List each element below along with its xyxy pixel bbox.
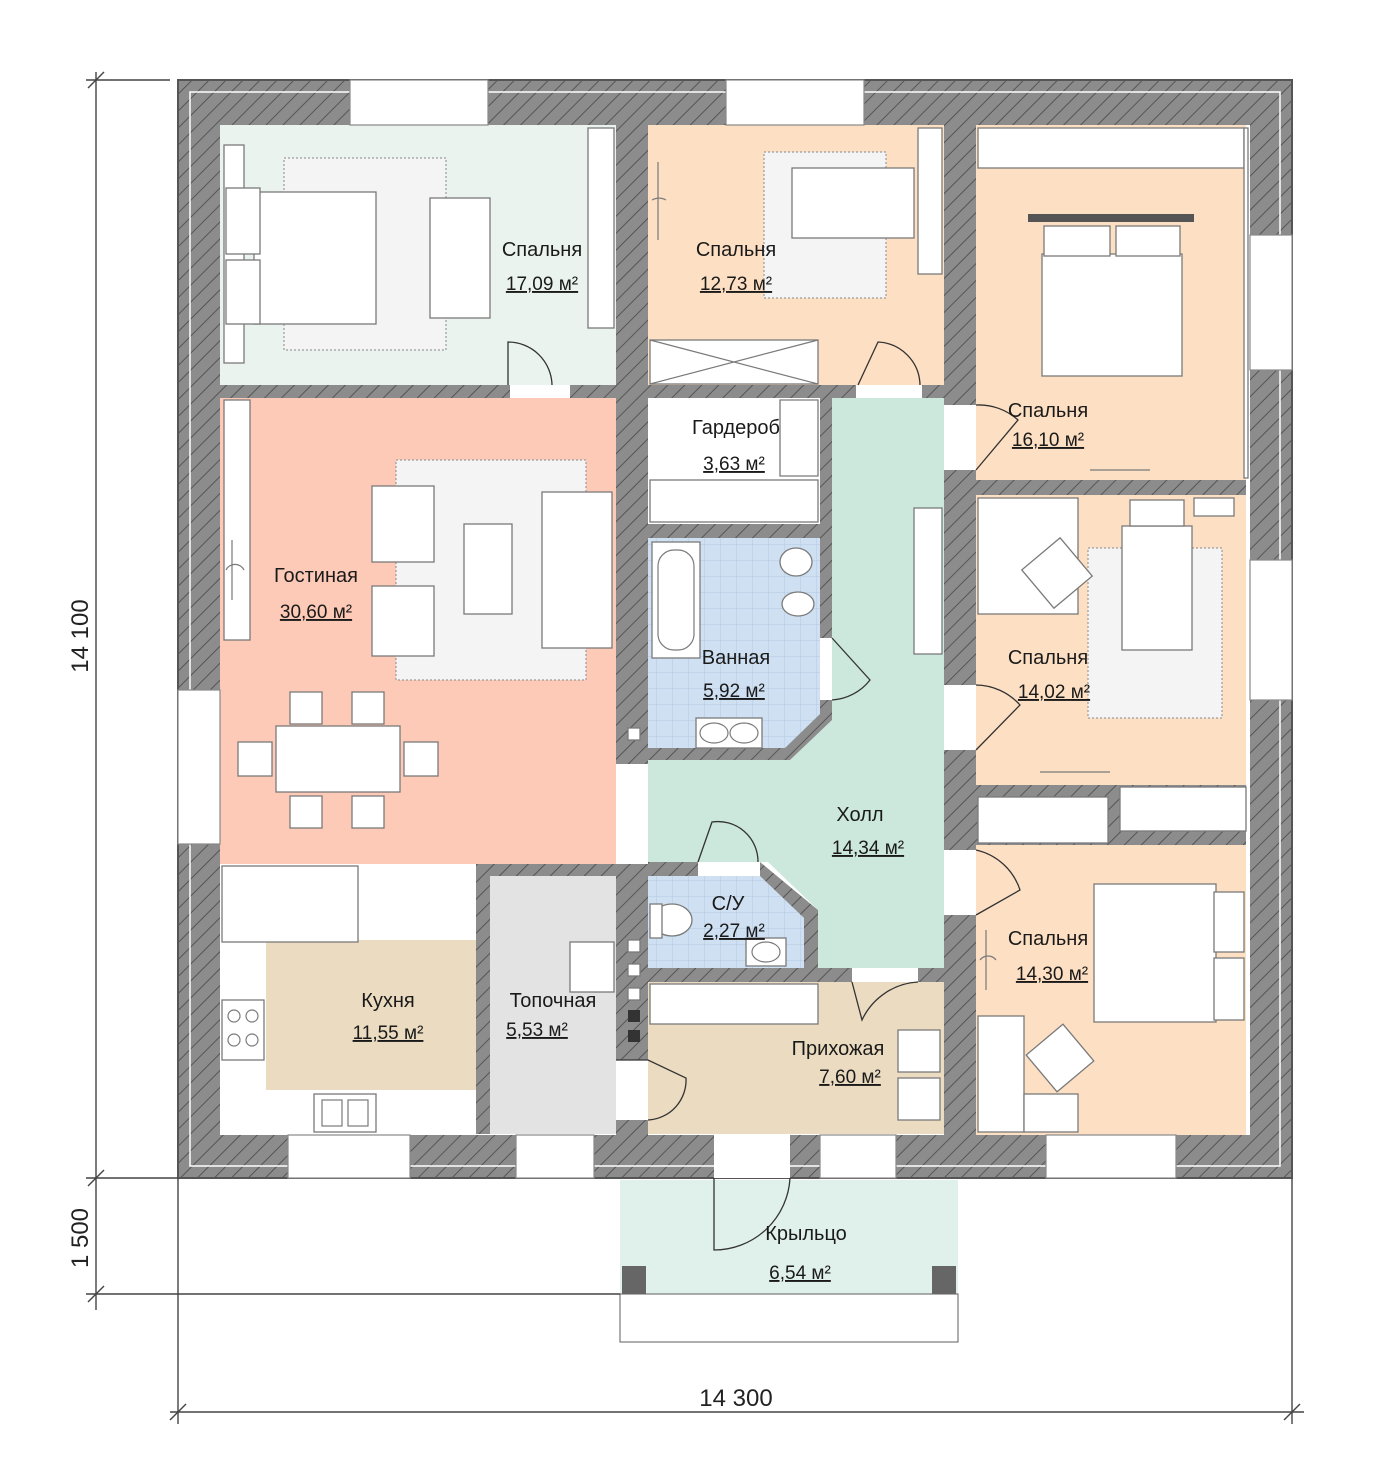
kitchen-name: Кухня <box>361 990 415 1012</box>
door-bedroom1 <box>507 341 553 386</box>
dimension-height-main: 14 100 <box>67 599 94 672</box>
door-entrance <box>851 981 919 1022</box>
window-bedroom1 <box>349 79 489 126</box>
boiler-floor <box>490 876 616 1134</box>
porch-area: 6,54 м² <box>769 1263 831 1284</box>
door-wc <box>697 820 759 863</box>
door-bathroom <box>831 637 871 701</box>
windows <box>177 79 1293 1179</box>
bedroom4-name: Спальня <box>1008 647 1088 669</box>
dimension-height-porch: 1 500 <box>67 1208 94 1268</box>
window-bedroom2 <box>725 79 865 126</box>
bedroom4-area: 14,02 м² <box>1018 682 1090 703</box>
bedroom5-name: Спальня <box>1008 928 1088 950</box>
boiler-name: Топочная <box>510 990 597 1012</box>
door-boiler <box>616 1059 687 1121</box>
entrance-door-opening <box>714 1135 790 1178</box>
wardrobe-area: 3,63 м² <box>703 454 765 475</box>
bedroom2-name: Спальня <box>696 239 776 261</box>
living-name: Гостиная <box>274 565 358 587</box>
wc-area: 2,27 м² <box>703 921 765 942</box>
bedroom1-area: 17,09 м² <box>506 274 578 295</box>
interior-walls <box>220 125 1246 1135</box>
door-bedroom5 <box>975 849 1021 916</box>
porch-floor <box>620 1180 958 1294</box>
dimension-lines <box>86 71 1304 1424</box>
bedroom5-area: 14,30 м² <box>1016 964 1088 985</box>
window-kitchen <box>287 1134 411 1179</box>
door-bedroom2 <box>857 341 921 386</box>
porch-name: Крыльцо <box>765 1223 847 1245</box>
wc-name: С/У <box>712 893 745 915</box>
door-bedroom4 <box>975 684 1021 751</box>
door-bedroom3 <box>975 404 1019 471</box>
boiler-area: 5,53 м² <box>506 1020 568 1041</box>
bathroom-name: Ванная <box>702 647 771 669</box>
hall-area: 14,34 м² <box>832 838 904 859</box>
wardrobe-name: Гардероб <box>692 417 780 439</box>
window-bedroom4 <box>1249 559 1293 701</box>
bedroom2-area: 12,73 м² <box>700 274 772 295</box>
door-porch <box>713 1177 791 1251</box>
bathroom-area: 5,92 м² <box>703 681 765 702</box>
kitchen-area: 11,55 м² <box>353 1023 424 1044</box>
bedroom3-name: Спальня <box>1008 400 1088 422</box>
window-boiler <box>515 1134 595 1179</box>
living-area: 30,60 м² <box>280 602 352 623</box>
entrance-area: 7,60 м² <box>819 1067 881 1088</box>
hall-name: Холл <box>836 804 883 826</box>
window-entrance <box>819 1134 897 1179</box>
doors <box>507 341 1021 1251</box>
bedroom3-area: 16,10 м² <box>1012 430 1084 451</box>
kitchen-floor-accent <box>266 940 476 1090</box>
window-bedroom3 <box>1249 234 1293 371</box>
entrance-name: Прихожая <box>792 1038 885 1060</box>
window-bedroom5 <box>1045 1134 1177 1179</box>
hall-floor <box>616 398 944 968</box>
window-living <box>177 689 221 845</box>
furniture <box>221 127 1249 1294</box>
porch-step <box>619 1293 959 1343</box>
bedroom1-name: Спальня <box>502 239 582 261</box>
dimension-width-total: 14 300 <box>699 1385 772 1412</box>
